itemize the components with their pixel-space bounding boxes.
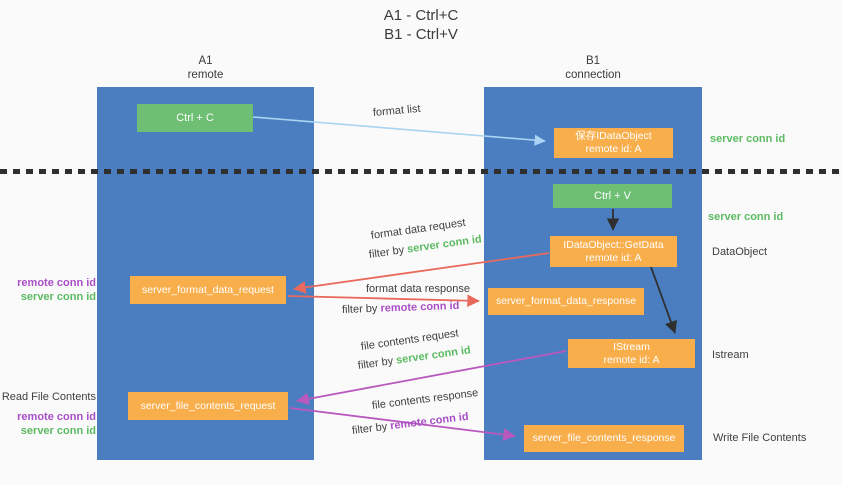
server-conn-id-keyword: server conn id <box>395 344 472 367</box>
filter-by-text: filter by <box>357 355 394 372</box>
lane-b-header: B1 connection <box>484 54 702 82</box>
filter-by-text: filter by <box>368 244 405 261</box>
session-divider-line <box>0 169 842 174</box>
remote-conn-id-keyword: remote conn id <box>389 410 470 433</box>
read-file-contents-annotation: Read File Contents <box>1 391 96 403</box>
getdata-line1: IDataObject::GetData <box>563 238 664 251</box>
remote-conn-id-keyword: remote conn id <box>380 299 460 315</box>
lane-a-header: A1 remote <box>97 54 314 82</box>
format-request-box: server_format_data_request <box>130 276 286 304</box>
dataobject-annotation: DataObject <box>712 246 768 258</box>
getdata-line2: remote id: A <box>585 251 642 264</box>
istream-box: IStream remote id: A <box>568 339 695 368</box>
file-request-box: server_file_contents_request <box>128 392 288 420</box>
filter-by-text: filter by <box>351 420 388 437</box>
remote-conn-id-annotation-left-2: remote conn id <box>17 411 96 423</box>
ctrl-c-box: Ctrl + C <box>137 104 253 132</box>
lane-a-subtitle: remote <box>187 69 224 81</box>
lane-b-subtitle: connection <box>565 69 621 81</box>
write-file-contents-annotation: Write File Contents <box>713 432 807 444</box>
istream-line2: remote id: A <box>603 353 660 366</box>
title-line-b1: B1 - Ctrl+V <box>384 26 458 43</box>
format-response-box: server_format_data_response <box>488 288 644 315</box>
format-data-response-label: format data response <box>366 283 470 295</box>
istream-line1: IStream <box>613 340 650 353</box>
save-dataobject-box: 保存IDataObject remote id: A <box>554 128 673 158</box>
file-contents-response-label: file contents response <box>371 387 479 412</box>
istream-annotation: Istream <box>712 349 749 361</box>
file-response-box: server_file_contents_response <box>524 425 684 452</box>
filter-by-remote-conn-label-2: filter by remote conn id <box>351 411 469 437</box>
file-response-label: server_file_contents_response <box>532 432 676 444</box>
server-conn-id-annotation-left-1: server conn id <box>20 291 96 303</box>
file-request-label: server_file_contents_request <box>140 399 276 412</box>
ctrl-v-label: Ctrl + V <box>594 189 631 202</box>
remote-conn-id-annotation-left-1: remote conn id <box>17 277 96 289</box>
server-conn-id-annotation-left-2: server conn id <box>20 425 96 437</box>
format-list-label: format list <box>372 102 422 119</box>
format-request-label: server_format_data_request <box>142 283 274 296</box>
server-conn-id-annotation-mid: server conn id <box>708 211 784 223</box>
format-response-label: server_format_data_response <box>495 295 637 307</box>
server-conn-id-annotation-top: server conn id <box>710 133 786 145</box>
filter-by-text: filter by <box>341 302 378 316</box>
filter-by-remote-conn-label-1: filter by remote conn id <box>342 300 460 316</box>
lane-a-name: A1 <box>198 55 213 67</box>
ctrl-v-box: Ctrl + V <box>553 184 672 208</box>
lane-b-name: B1 <box>585 55 601 67</box>
save-dataobject-line1: 保存IDataObject <box>575 130 652 142</box>
save-dataobject-line2: remote id: A <box>585 143 642 155</box>
server-conn-id-keyword: server conn id <box>406 233 483 256</box>
title-line-a1: A1 - Ctrl+C <box>383 7 459 24</box>
diagram-title: A1 - Ctrl+C B1 - Ctrl+V <box>321 6 521 44</box>
ctrl-c-label: Ctrl + C <box>176 111 214 124</box>
getdata-box: IDataObject::GetData remote id: A <box>550 236 677 267</box>
